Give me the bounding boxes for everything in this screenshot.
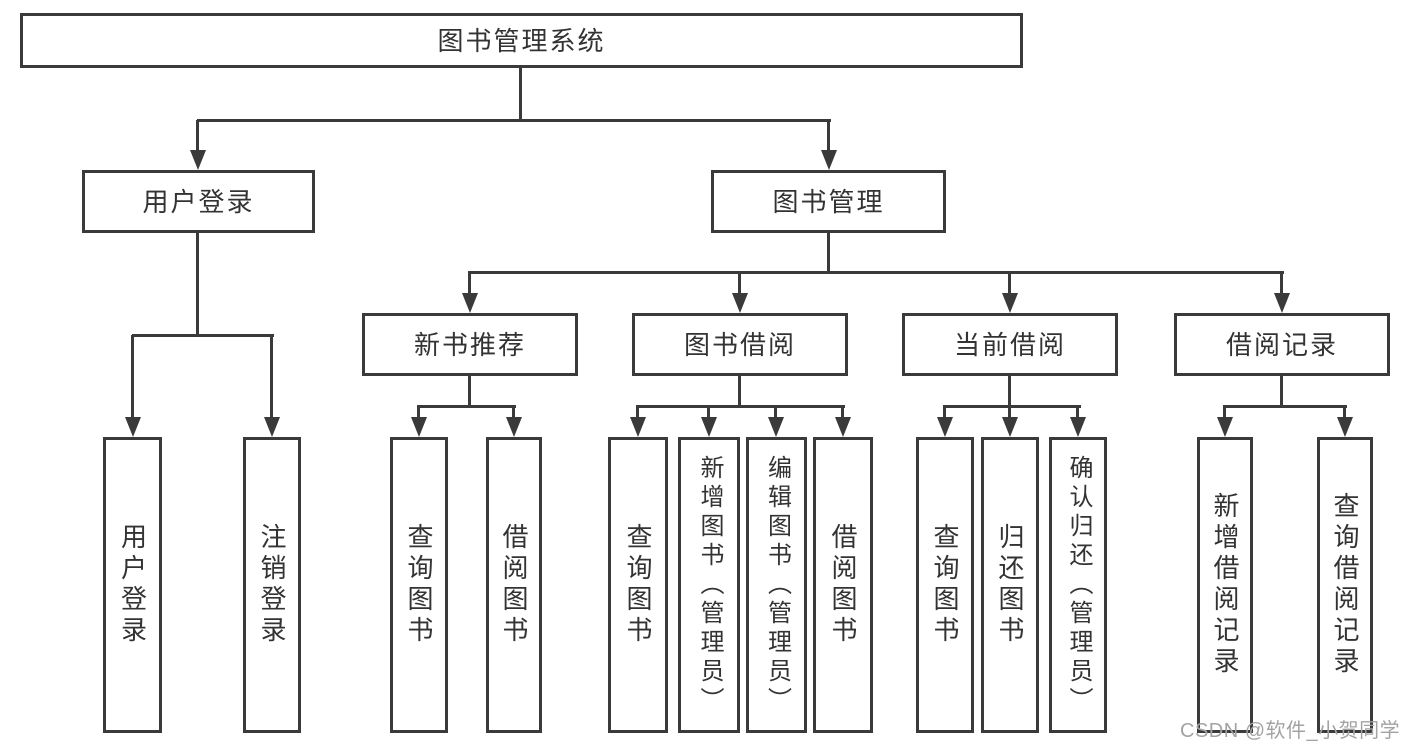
leaf-user-login: 用户登录 [103, 437, 162, 733]
leaf-cb-confirm-return-admin-label: 确认归还（管理员） [1065, 454, 1092, 716]
arrow-down-icon [125, 417, 141, 437]
leaf-bb-borrow-books-label: 借阅图书 [828, 523, 858, 647]
arrow-down-icon [630, 417, 646, 437]
connector-line [1280, 376, 1283, 408]
leaf-br-add-record: 新增借阅记录 [1197, 437, 1253, 733]
connector-line [636, 405, 845, 408]
arrow-down-icon [1217, 417, 1233, 437]
leaf-br-add-record-label: 新增借阅记录 [1210, 492, 1240, 678]
arrow-down-icon [835, 417, 851, 437]
connector-line [1223, 405, 1347, 408]
connector-line [196, 120, 199, 152]
connector-line [131, 335, 134, 419]
arrow-down-icon [1002, 417, 1018, 437]
connector-line [1076, 405, 1079, 420]
arrow-down-icon [190, 150, 206, 170]
leaf-cb-query-books-label: 查询图书 [930, 523, 960, 647]
leaf-br-query-record: 查询借阅记录 [1317, 437, 1373, 733]
connector-line [519, 68, 522, 121]
connector-line [1343, 405, 1346, 420]
leaf-cb-return-books-label: 归还图书 [995, 523, 1025, 647]
connector-line [1008, 405, 1011, 420]
connector-line [707, 405, 710, 420]
arrow-down-icon [264, 417, 280, 437]
arrow-down-icon [701, 417, 717, 437]
arrow-down-icon [1274, 293, 1290, 313]
node-current-borrow-label: 当前借阅 [953, 329, 1066, 360]
node-book-borrow-label: 图书借阅 [683, 329, 796, 360]
connector-line [943, 405, 946, 420]
arrow-down-icon [462, 293, 478, 313]
node-borrow-records: 借阅记录 [1174, 313, 1390, 376]
node-user-login-label: 用户登录 [142, 186, 255, 217]
leaf-cb-return-books: 归还图书 [981, 437, 1039, 733]
node-book-borrow: 图书借阅 [632, 313, 848, 376]
connector-line [512, 405, 515, 420]
node-library-management-system-label: 图书管理系统 [437, 25, 606, 56]
connector-line [1008, 376, 1011, 408]
leaf-cb-query-books: 查询图书 [916, 437, 974, 733]
arrow-down-icon [732, 293, 748, 313]
connector-line [841, 405, 844, 420]
arrow-down-icon [411, 417, 427, 437]
arrow-down-icon [1070, 417, 1086, 437]
connector-line [196, 233, 199, 337]
node-book-management: 图书管理 [711, 170, 946, 233]
leaf-nb-query-books-label: 查询图书 [404, 523, 434, 647]
connector-line [468, 376, 471, 408]
leaf-logout-login-label: 注销登录 [257, 523, 287, 647]
leaf-bb-add-books-admin: 新增图书（管理员） [678, 437, 740, 733]
arrow-down-icon [506, 417, 522, 437]
connector-line [1280, 272, 1283, 296]
leaf-nb-query-books: 查询图书 [390, 437, 448, 733]
leaf-bb-edit-books-admin: 编辑图书（管理员） [746, 437, 807, 733]
watermark: CSDN @软件_小贺同学 [1180, 720, 1401, 742]
leaf-cb-confirm-return-admin: 确认归还（管理员） [1049, 437, 1107, 733]
leaf-bb-add-books-admin-label: 新增图书（管理员） [696, 454, 723, 716]
connector-line [417, 405, 420, 420]
connector-line [943, 405, 1081, 408]
leaf-user-login-label: 用户登录 [117, 523, 148, 647]
connector-line [827, 120, 830, 152]
arrow-down-icon [1002, 293, 1018, 313]
leaf-bb-query-books: 查询图书 [608, 437, 668, 733]
node-user-login: 用户登录 [82, 170, 315, 233]
leaf-bb-borrow-books: 借阅图书 [813, 437, 873, 733]
connector-line [270, 335, 273, 419]
leaf-nb-borrow-books: 借阅图书 [486, 437, 542, 733]
leaf-br-query-record-label: 查询借阅记录 [1330, 492, 1360, 678]
arrow-down-icon [768, 417, 784, 437]
connector-line [774, 405, 777, 420]
leaf-nb-borrow-books-label: 借阅图书 [499, 523, 529, 647]
connector-line [636, 405, 639, 420]
connector-line [738, 272, 741, 296]
connector-line [1008, 272, 1011, 296]
connector-line [132, 334, 274, 337]
connector-line [417, 405, 516, 408]
connector-line [468, 272, 471, 296]
leaf-bb-edit-books-admin-label: 编辑图书（管理员） [763, 454, 791, 716]
node-borrow-records-label: 借阅记录 [1225, 329, 1338, 360]
node-library-management-system: 图书管理系统 [20, 13, 1023, 68]
node-new-book-recommend: 新书推荐 [362, 313, 578, 376]
node-book-management-label: 图书管理 [772, 186, 885, 217]
node-new-book-recommend-label: 新书推荐 [413, 329, 526, 360]
connector-line [738, 376, 741, 408]
connector-line [827, 233, 830, 274]
connector-line [197, 119, 831, 122]
connector-line [1223, 405, 1226, 420]
leaf-logout-login: 注销登录 [243, 437, 301, 733]
connector-line [468, 271, 1284, 274]
arrow-down-icon [937, 417, 953, 437]
arrow-down-icon [1337, 417, 1353, 437]
leaf-bb-query-books-label: 查询图书 [623, 523, 653, 647]
node-current-borrow: 当前借阅 [902, 313, 1118, 376]
arrow-down-icon [821, 150, 837, 170]
